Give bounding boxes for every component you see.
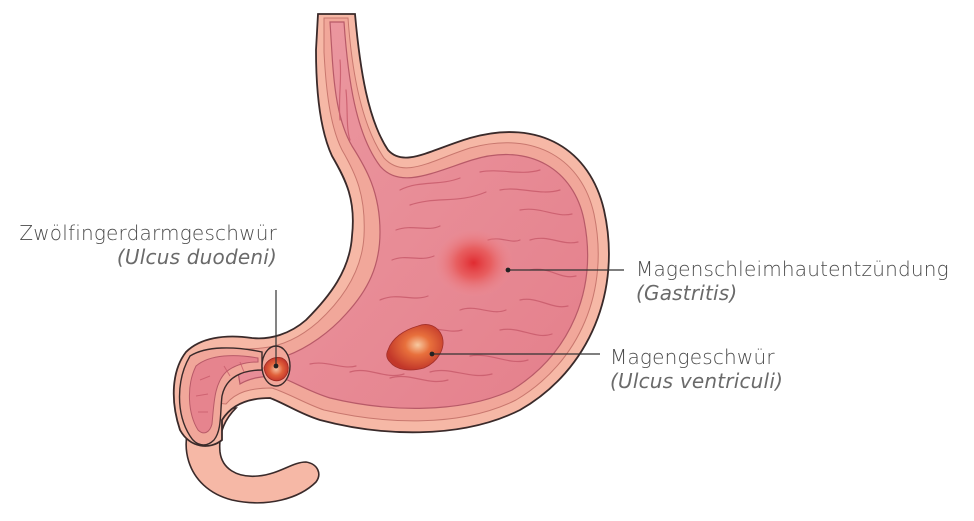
label-ulcus-duodeni-name: Zwölfingerdarmgeschwür	[19, 221, 277, 245]
leader-dot-gastritis	[506, 268, 511, 273]
label-ulcus-ventriculi-name: Magengeschwür	[610, 345, 783, 369]
label-ulcus-ventriculi: Magengeschwür (Ulcus ventriculi)	[610, 345, 783, 393]
label-gastritis-name: Magenschleimhautentzündung	[636, 257, 949, 281]
label-ulcus-ventriculi-latin: (Ulcus ventriculi)	[610, 369, 783, 393]
label-gastritis-latin: (Gastritis)	[636, 281, 949, 305]
label-gastritis: Magenschleimhautentzündung (Gastritis)	[636, 257, 949, 305]
leader-dot-duodeni	[274, 364, 279, 369]
label-ulcus-duodeni-latin: (Ulcus duodeni)	[19, 245, 277, 269]
leader-dot-ventriculi	[430, 352, 435, 357]
label-ulcus-duodeni: Zwölfingerdarmgeschwür (Ulcus duodeni)	[19, 221, 277, 269]
